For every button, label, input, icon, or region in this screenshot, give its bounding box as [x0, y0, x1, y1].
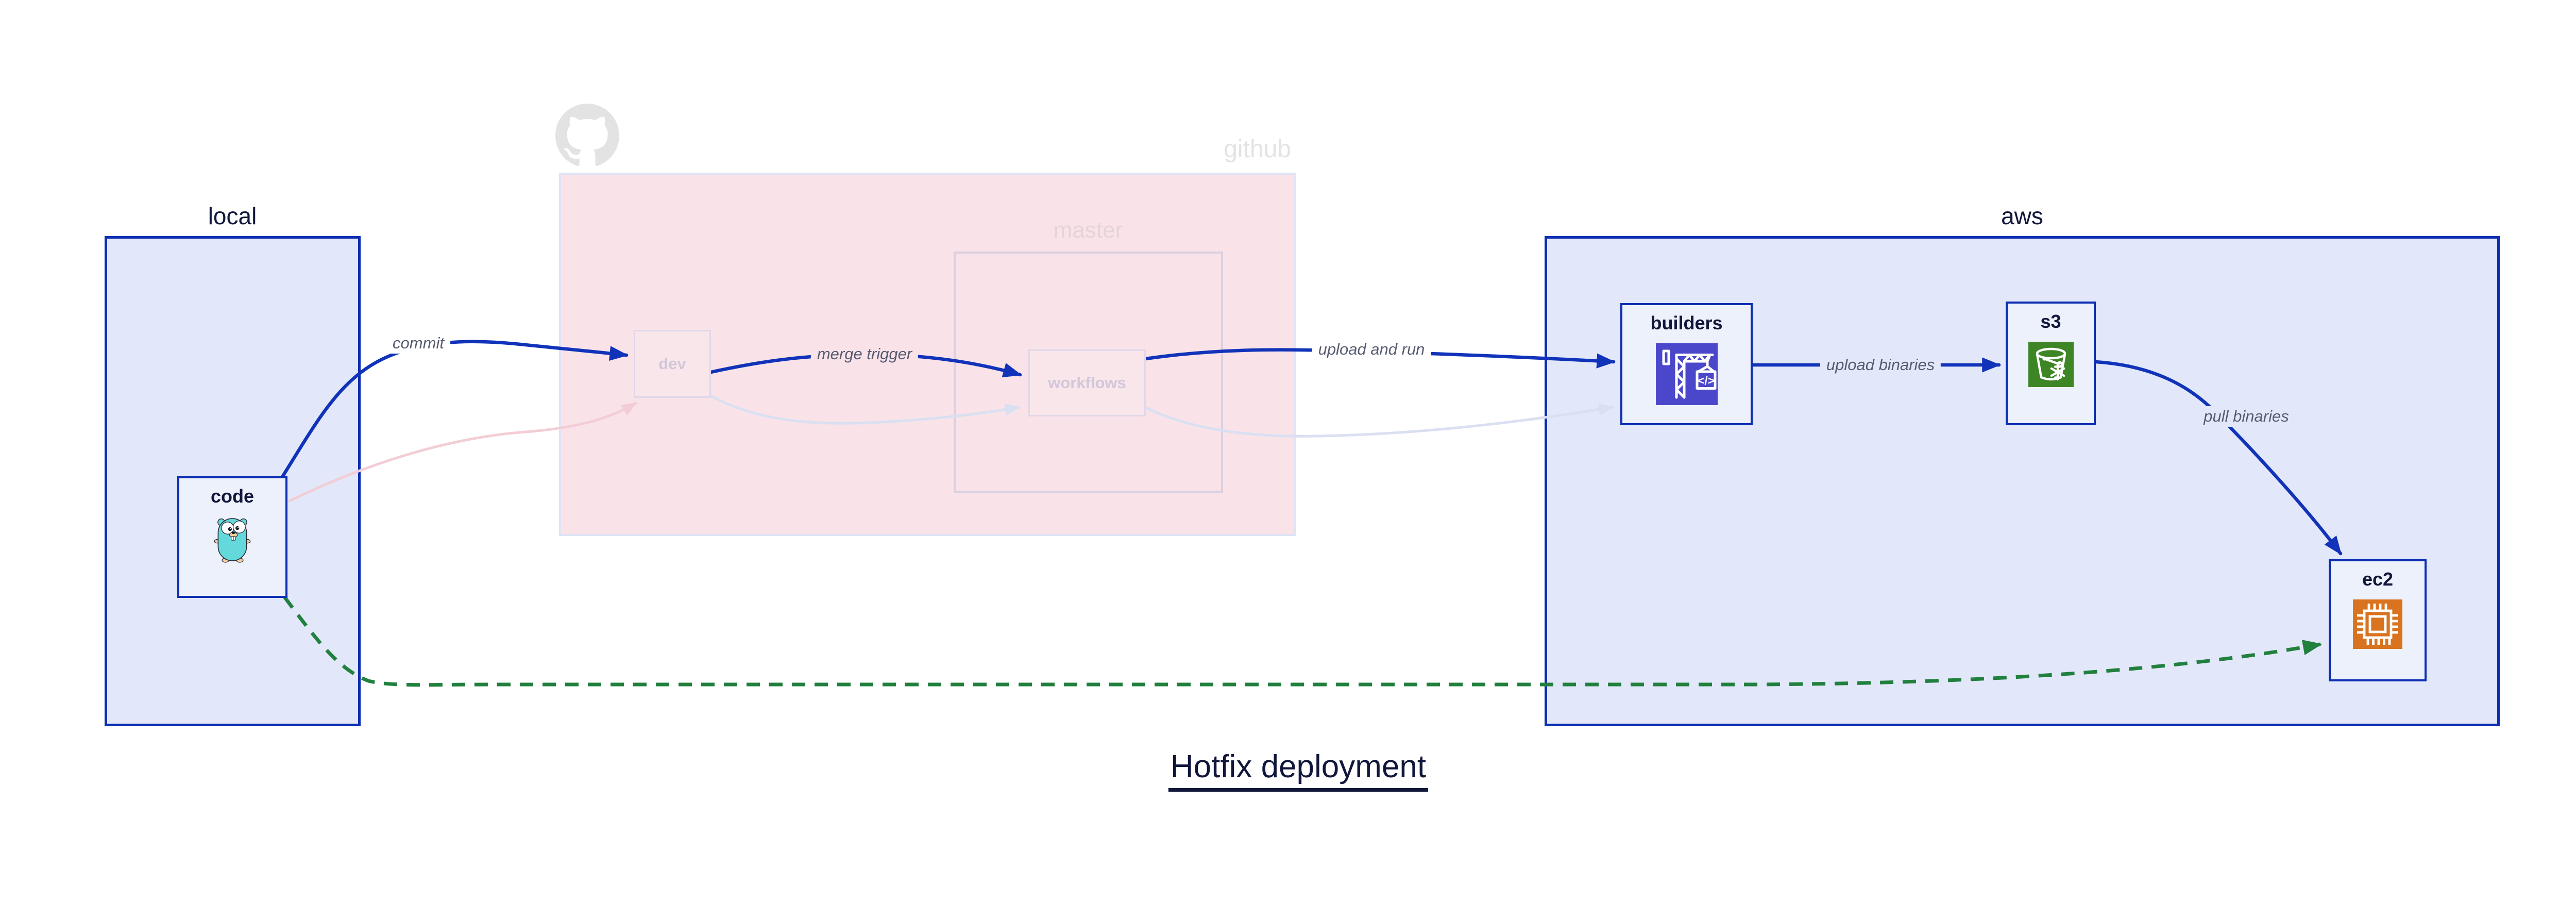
edge-label-upload-and-run: upload and run — [1312, 339, 1431, 360]
node-workflows: workflows — [1028, 349, 1146, 416]
node-builders: builders </> — [1620, 303, 1753, 425]
ec2-chip-icon — [2353, 599, 2402, 649]
node-code-label: code — [210, 486, 255, 507]
s3-glacier-bucket-icon — [2028, 342, 2074, 387]
edge-hotfix-code-to-ec2 — [283, 595, 2323, 687]
aws-codebuild-crane-icon: </> — [1655, 343, 1718, 405]
edge-faded-workflows-to-builders — [1145, 403, 1614, 438]
node-dev: dev — [634, 330, 711, 398]
edge-pull-binaries — [2094, 360, 2343, 556]
node-ec2: ec2 — [2329, 559, 2427, 681]
go-gopher-icon — [214, 518, 251, 563]
edge-faded-code-to-dev — [288, 402, 637, 503]
node-builders-label: builders — [1650, 312, 1723, 333]
node-workflows-label: workflows — [1048, 374, 1126, 392]
node-code: code — [177, 476, 287, 598]
edge-label-upload-binaries: upload binaries — [1820, 355, 1941, 375]
diagram-title: Hotfix deployment — [1168, 748, 1429, 792]
node-s3-label: s3 — [2040, 311, 2061, 332]
container-github-label: github — [1224, 136, 1291, 163]
svg-text:</>: </> — [1698, 374, 1715, 387]
github-octocat-icon — [555, 104, 619, 166]
edge-label-commit: commit — [386, 333, 450, 354]
container-aws-label: aws — [2001, 203, 2043, 229]
edge-faded-dev-to-workflows — [709, 394, 1021, 425]
container-master — [954, 252, 1223, 493]
edge-commit — [279, 340, 629, 481]
node-dev-label: dev — [658, 355, 686, 373]
node-ec2-label: ec2 — [2362, 569, 2394, 590]
edge-label-pull-binaries: pull binaries — [2197, 406, 2295, 427]
node-s3: s3 — [2006, 302, 2096, 425]
container-master-label: master — [1053, 218, 1123, 243]
container-local-label: local — [208, 203, 257, 229]
edge-label-merge-trigger: merge trigger — [810, 344, 919, 364]
